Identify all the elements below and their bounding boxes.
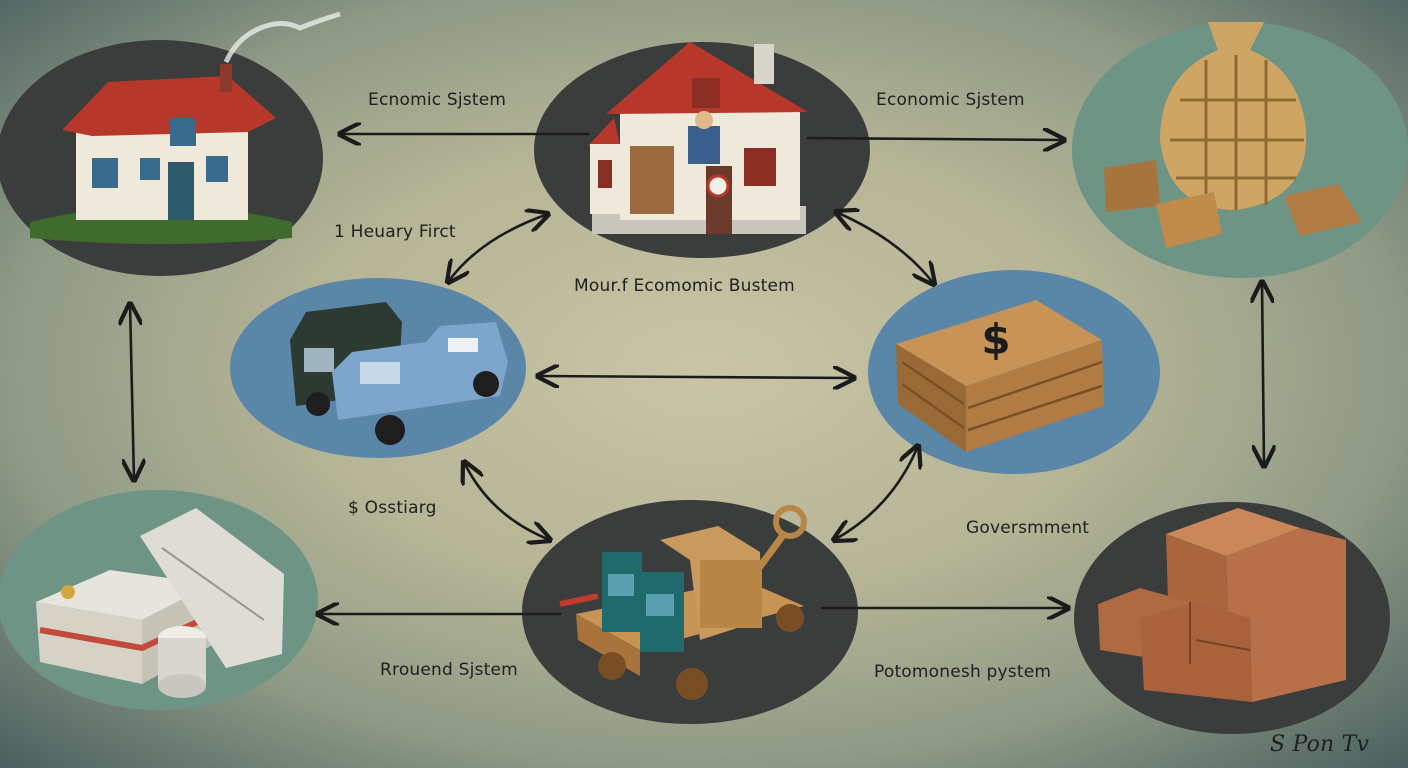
arrow-center-to-money-sack	[806, 138, 1064, 140]
label-top-left: Ecnomic Sjstem	[368, 90, 507, 110]
brick-blocks-icon	[1098, 508, 1346, 702]
arrow-left-house-bundles	[130, 304, 134, 480]
cargo-cart-node	[522, 500, 858, 724]
brick-blocks-node	[1074, 502, 1390, 734]
label-left-lower: $ Osstiarg	[348, 498, 437, 518]
label-top-right: Economic Sjstem	[876, 90, 1025, 110]
artist-signature: S Pon Tv	[1270, 732, 1370, 757]
label-right-lower: Goversmment	[966, 518, 1090, 538]
arrow-center-house-crate	[836, 212, 934, 284]
house-center-node	[534, 42, 870, 258]
house-left-node	[0, 11, 341, 276]
house-icon	[30, 11, 341, 244]
label-left-upper: 1 Heuary Firct	[334, 222, 456, 242]
label-center: Mour.f Ecomomic Bustem	[574, 276, 795, 296]
dollar-sign-icon: $	[981, 315, 1010, 364]
arrow-center-house-trucks	[448, 214, 548, 282]
money-crate-icon: $	[896, 300, 1104, 452]
money-bundles-node	[0, 490, 318, 710]
arrow-trucks-cart	[464, 462, 550, 540]
delivery-trucks-icon	[290, 302, 508, 445]
arrow-crate-cart	[834, 446, 918, 540]
arrow-sack-bricks	[1262, 282, 1264, 466]
house-with-people-icon	[588, 42, 808, 234]
money-sack-icon	[1104, 22, 1362, 248]
money-crate-node: $	[868, 270, 1160, 474]
label-bottom-right: Potomonesh pystem	[874, 662, 1052, 682]
arrow-trucks-crate	[538, 376, 854, 378]
vehicles-node	[230, 278, 526, 458]
money-bundles-icon	[36, 508, 284, 698]
money-sack-node	[1072, 22, 1408, 278]
cargo-cart-icon	[559, 505, 807, 700]
label-bottom-left: Rrouend Sjstem	[380, 660, 518, 680]
